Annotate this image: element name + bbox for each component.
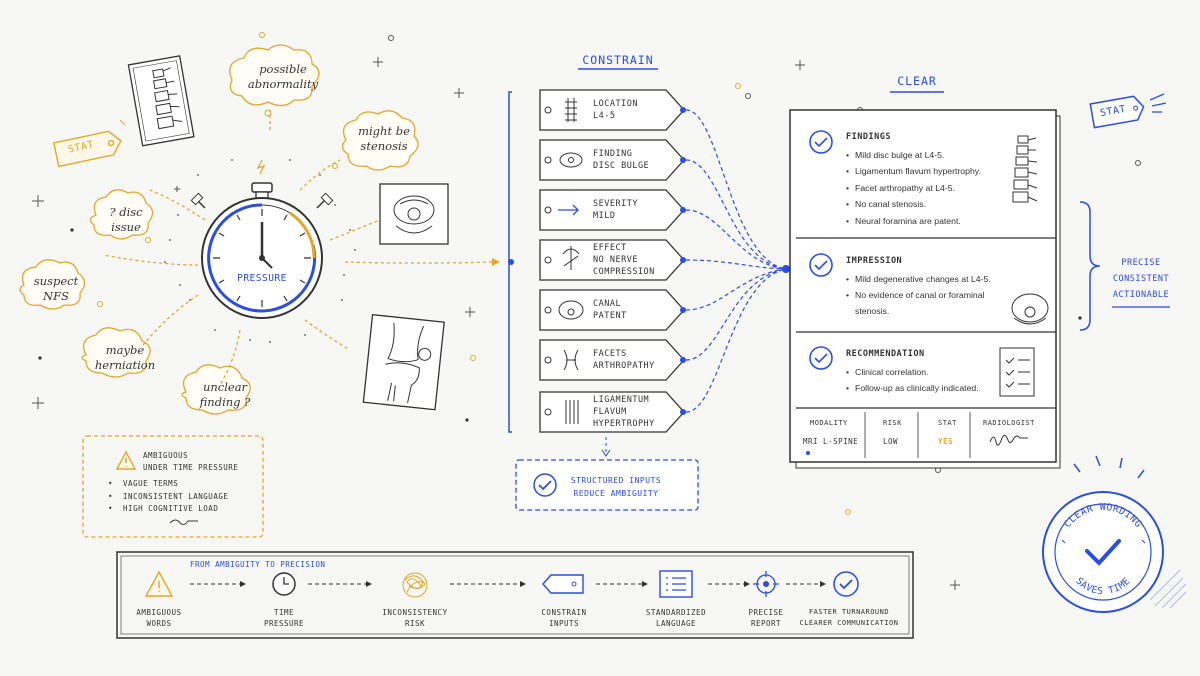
- meta-stat-header: STAT: [938, 419, 957, 427]
- meta-risk-header: RISK: [883, 419, 902, 427]
- svg-text:CLEAR WORDING: CLEAR WORDING: [1062, 502, 1144, 530]
- impression-list: Mild degenerative changes at L4-5. No ev…: [846, 271, 991, 304]
- stamp-top-text: CLEAR WORDING: [1062, 502, 1143, 530]
- meta-modality-value: MRI L-SPINE: [803, 437, 859, 446]
- bubble-possible-abnormality: possible abnormality: [247, 62, 319, 91]
- bubble-disc-issue: ? disc issue: [109, 205, 143, 234]
- stopwatch-label: PRESSURE: [237, 273, 287, 284]
- recommendation-list: Clinical correlation. Follow-up as clini…: [846, 364, 979, 397]
- svg-text:SAVES TIME: SAVES TIME: [1073, 576, 1132, 597]
- recommendation-title: RECOMMENDATION: [846, 349, 925, 359]
- bubble-unclear-finding: unclear finding ?: [199, 380, 251, 409]
- precise-consistent-actionable: PRECISE CONSISTENT ACTIONABLE: [1112, 258, 1170, 300]
- clear-title: CLEAR: [897, 74, 937, 88]
- stamp: CLEAR WORDING SAVES TIME: [1062, 502, 1144, 597]
- meta-radiologist-header: RADIOLOGIST: [983, 419, 1035, 427]
- constrain-title: CONSTRAIN: [582, 53, 654, 67]
- findings-title: FINDINGS: [846, 132, 891, 142]
- ambiguous-box-list: • VAGUE TERMS • INCONSISTENT LANGUAGE • …: [108, 479, 229, 513]
- bubble-maybe-herniation: maybe herniation: [94, 343, 156, 372]
- bubble-might-be-stenosis: might be stenosis: [358, 124, 410, 153]
- meta-modality-header: MODALITY: [810, 419, 848, 427]
- stamp-bottom-text: SAVES TIME: [1073, 576, 1132, 597]
- meta-stat-value: YES: [938, 437, 954, 446]
- findings-list: Mild disc bulge at L4-5. Ligamentum flav…: [846, 147, 981, 229]
- impression-title: IMPRESSION: [846, 256, 903, 266]
- bubble-suspect-nfs: suspect NFS: [33, 274, 79, 303]
- ambiguous-box-title: AMBIGUOUS UNDER TIME PRESSURE: [143, 451, 239, 472]
- meta-risk-value: LOW: [883, 437, 899, 446]
- radiologist-signature: [988, 432, 1038, 448]
- flow-title: FROM AMBIGUITY TO PRECISION: [190, 560, 326, 569]
- impression-continued: stenosis.: [855, 306, 890, 316]
- structured-inputs-text: STRUCTURED INPUTS REDUCE AMBIGUITY: [570, 476, 662, 498]
